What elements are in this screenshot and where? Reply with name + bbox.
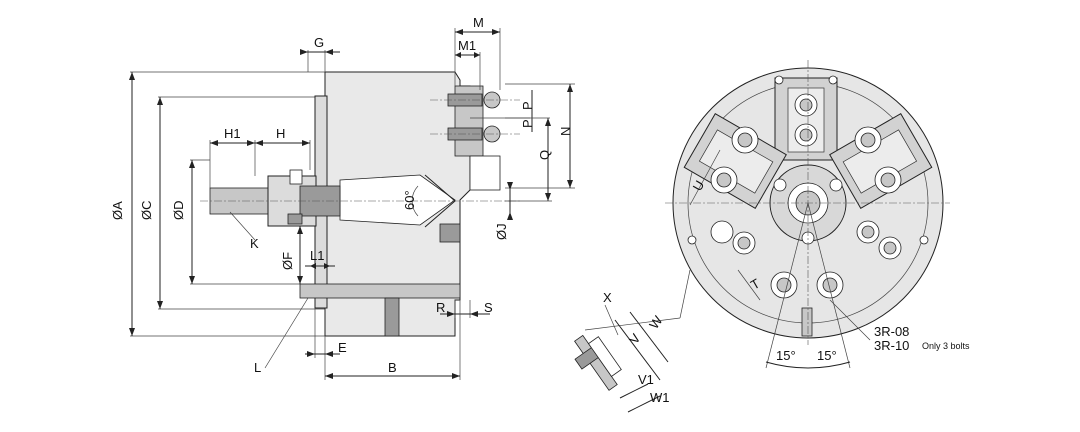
dim-label-E: E — [338, 340, 347, 355]
dim-label-F: ØF — [280, 252, 295, 270]
dim-label-M: M — [473, 15, 484, 30]
side-view: G M M1 H1 H P P N Q ØA ØC ØD 60° ØJ K ØF… — [110, 15, 575, 380]
model-label-1: 3R-08 — [874, 324, 909, 339]
front-view: U T X W V V1 W1 15° 15° 3R-08 3R-10 Only… — [574, 60, 970, 413]
dim-label-G: G — [314, 35, 324, 50]
dim-label-H: H — [276, 126, 285, 141]
bolt-note: Only 3 bolts — [922, 341, 970, 351]
dim-label-H1: H1 — [224, 126, 241, 141]
dim-label-W1: W1 — [650, 390, 670, 405]
dim-label-R: R — [436, 300, 445, 315]
dim-label-C: ØC — [139, 201, 154, 221]
dim-label-L1: L1 — [310, 248, 324, 263]
jaw-detail — [574, 269, 691, 413]
model-label-2: 3R-10 — [874, 338, 909, 353]
cone-60 — [424, 174, 456, 228]
dim-label-M1: M1 — [458, 38, 476, 53]
dim-label-A: ØA — [110, 201, 125, 220]
dim-label-K: K — [250, 236, 259, 251]
guide-rod — [299, 283, 461, 299]
dim-label-N: N — [558, 127, 573, 136]
dim-label-L: L — [254, 360, 261, 375]
dim-label-W: W — [646, 312, 666, 331]
jaw-step — [469, 155, 501, 191]
dim-label-B: B — [388, 360, 397, 375]
dim-label-D: ØD — [171, 201, 186, 221]
dim-label-J: ØJ — [494, 223, 509, 240]
dim-label-X: X — [603, 290, 612, 305]
angle-label-2: 15° — [817, 348, 837, 363]
dim-label-V: V — [626, 331, 643, 347]
angle-label-1: 15° — [776, 348, 796, 363]
dim-label-V1: V1 — [638, 372, 654, 387]
dim-label-S: S — [484, 300, 493, 315]
dim-label-angle: 60° — [402, 190, 417, 210]
dim-label-P2: P — [520, 119, 535, 128]
dim-label-Q: Q — [537, 150, 552, 160]
dim-label-P1: P — [520, 101, 535, 110]
